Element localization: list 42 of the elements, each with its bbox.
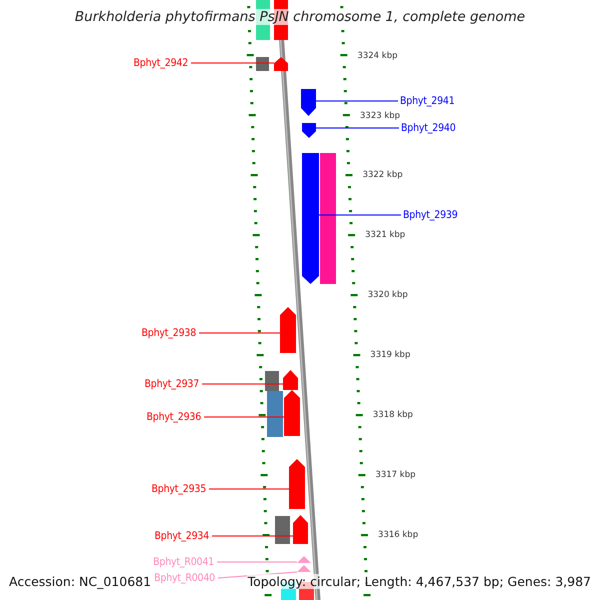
leader-line — [316, 100, 398, 102]
scale-label: 3319 kbp — [370, 350, 410, 360]
gene-label: Bphyt_2941 — [400, 95, 476, 107]
scale-label: 3317 kbp — [375, 470, 416, 480]
gene-bar — [289, 459, 305, 509]
footer-text: Accession: NC_010681 — [8, 574, 152, 589]
gene-label: Bphyt_R0041 — [138, 556, 214, 568]
gene-label: Bphyt_2937 — [123, 378, 199, 390]
scale-label: 3318 kbp — [372, 410, 413, 420]
scale-label: 3320 kbp — [368, 290, 408, 300]
gene-bar — [265, 371, 279, 391]
gene-bar — [293, 515, 308, 544]
gene-bar — [256, 57, 269, 71]
scale-label: 3322 kbp — [362, 170, 403, 180]
gene-label: Bphyt_2935 — [130, 483, 206, 495]
gene-bar — [320, 153, 336, 284]
gene-bar — [301, 89, 316, 116]
scale-label: 3324 kbp — [357, 51, 398, 61]
gene-bar — [283, 370, 298, 390]
leader-line — [190, 62, 274, 64]
footer-text: Topology: circular; Length: 4,467,537 bp; Genes: 3,987 — [246, 574, 592, 589]
gene-bar — [302, 153, 319, 284]
gene-bar — [302, 123, 316, 138]
gene-label: Bphyt_2934 — [133, 530, 209, 542]
scale-label: 3321 kbp — [365, 230, 406, 240]
gene-label: Bphyt_2939 — [403, 209, 479, 221]
rna-gene-mark — [297, 556, 311, 563]
gene-bar — [274, 57, 288, 71]
gene-bar — [267, 391, 283, 437]
gene-label: Bphyt_2942 — [112, 57, 188, 69]
leader-line — [208, 488, 290, 490]
gene-bar — [280, 307, 296, 353]
leader-line — [204, 416, 284, 418]
gene-label: Bphyt_2936 — [125, 411, 201, 423]
leader-line — [198, 332, 280, 334]
rna-gene-mark — [297, 565, 311, 572]
scale-label: 3323 kbp — [360, 111, 400, 121]
scale-label: 3316 kbp — [378, 530, 418, 540]
gene-bar — [275, 516, 290, 544]
leader-line — [318, 214, 402, 216]
gene-label: Bphyt_2940 — [401, 122, 477, 134]
gene-label: Bphyt_2938 — [120, 327, 196, 339]
